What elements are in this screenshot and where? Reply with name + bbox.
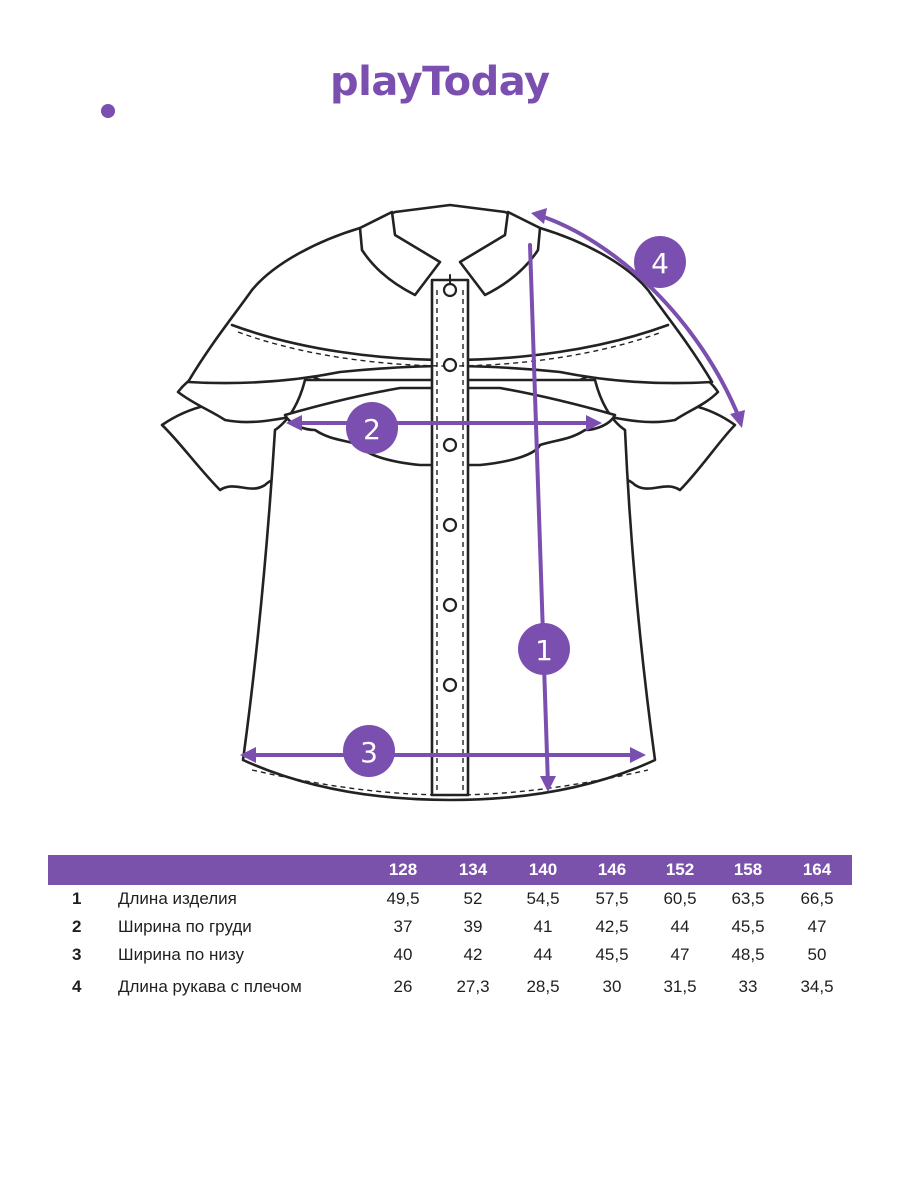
table-cell: 57,5	[595, 889, 629, 908]
table-cell: 48,5	[731, 945, 765, 964]
collar-right	[458, 210, 542, 297]
row-label: Ширина по низу	[118, 945, 244, 964]
brand-logo-dot	[101, 104, 115, 118]
table-cell: 40	[393, 945, 413, 964]
svg-text:1: 1	[535, 634, 553, 667]
table-cell: 60,5	[663, 889, 697, 908]
table-cell: 44	[670, 917, 690, 936]
table-row: 3 Ширина по низу 40 42 44 45,5 47 48,5 5…	[48, 941, 852, 969]
button-1	[442, 282, 458, 298]
table-cell: 26	[393, 977, 413, 996]
header-blank	[48, 855, 110, 885]
table-row: 4 Длина рукава с плечом 26 27,3 28,5 30 …	[48, 969, 852, 1005]
marker-2: 2	[346, 402, 398, 454]
table-cell: 45,5	[595, 945, 629, 964]
size-chart-table: 128 134 140 146 152 158 164 1 Длина изде…	[48, 855, 852, 1005]
table-cell: 54,5	[526, 889, 560, 908]
header-blank-label	[110, 855, 368, 885]
table-row: 2 Ширина по груди 37 39 41 42,5 44 45,5 …	[48, 913, 852, 941]
size-header-cell: 164	[802, 860, 832, 879]
table-cell: 41	[533, 917, 553, 936]
svg-text:2: 2	[363, 413, 381, 446]
table-cell: 39	[463, 917, 483, 936]
table-cell: 50	[807, 945, 827, 964]
button-4	[442, 517, 458, 533]
button-3	[442, 437, 458, 453]
blouse-sketch: 1 2 3 4	[160, 203, 745, 802]
button-5	[442, 597, 458, 613]
table-cell: 42	[463, 945, 483, 964]
table-cell: 34,5	[800, 977, 834, 996]
size-header-cell: 152	[665, 860, 695, 879]
marker-4: 4	[634, 236, 686, 288]
row-label: Длина изделия	[118, 889, 237, 908]
measure-line-4	[536, 213, 742, 422]
table-cell: 66,5	[800, 889, 834, 908]
table-cell: 27,3	[456, 977, 490, 996]
table-cell: 42,5	[595, 917, 629, 936]
row-number: 4	[72, 977, 82, 996]
button-2	[442, 357, 458, 373]
size-header-cell: 146	[597, 860, 627, 879]
size-header-row: 128 134 140 146 152 158 164	[48, 855, 852, 885]
measure-markers: 1 2 3 4	[343, 236, 686, 777]
button-6	[442, 677, 458, 693]
row-label: Длина рукава с плечом	[118, 977, 302, 996]
table-cell: 37	[393, 917, 413, 936]
table-cell: 49,5	[386, 889, 420, 908]
svg-text:3: 3	[360, 736, 378, 769]
table-row: 1 Длина изделия 49,5 52 54,5 57,5 60,5 6…	[48, 885, 852, 913]
svg-text:4: 4	[651, 247, 669, 280]
table-cell: 47	[670, 945, 690, 964]
table-cell: 30	[602, 977, 622, 996]
row-number: 1	[72, 889, 82, 908]
row-number: 3	[72, 945, 82, 964]
table-cell: 31,5	[663, 977, 697, 996]
table-cell: 33	[738, 977, 758, 996]
table-cell: 63,5	[731, 889, 765, 908]
brand-logo: playToday	[330, 58, 570, 128]
table-cell: 45,5	[731, 917, 765, 936]
marker-3: 3	[343, 725, 395, 777]
size-header-cell: 128	[388, 860, 418, 879]
collar-left	[358, 210, 442, 297]
table-cell: 44	[533, 945, 553, 964]
row-label: Ширина по груди	[118, 917, 252, 936]
brand-logo-text: playToday	[330, 59, 550, 105]
table-cell: 47	[807, 917, 827, 936]
size-header-cell: 134	[458, 860, 488, 879]
table-cell: 28,5	[526, 977, 560, 996]
row-number: 2	[72, 917, 82, 936]
marker-1: 1	[518, 623, 570, 675]
table-cell: 52	[463, 889, 483, 908]
size-header-cell: 140	[528, 860, 558, 879]
measure-line-1	[528, 243, 550, 787]
size-header-cell: 158	[733, 860, 763, 879]
